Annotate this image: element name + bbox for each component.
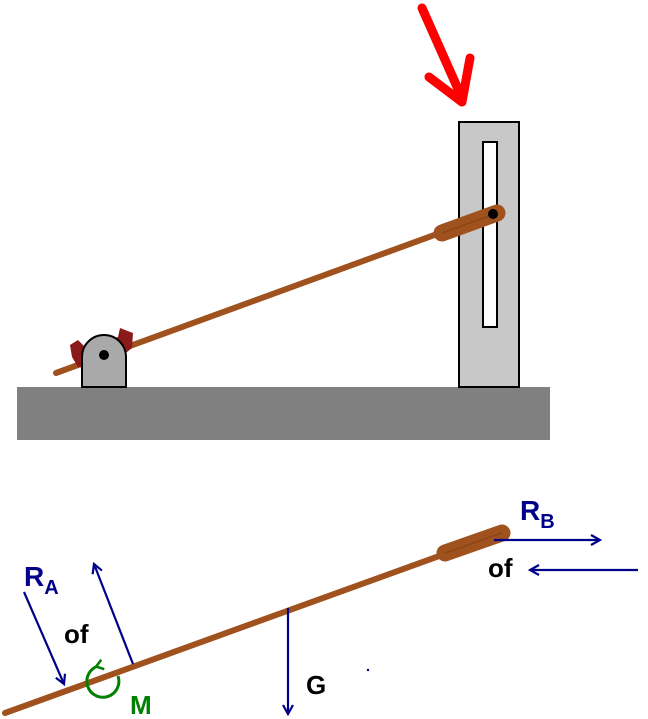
top-figure: [17, 3, 550, 440]
label-ra: RA: [24, 561, 59, 599]
hinge-pin-icon: [99, 350, 109, 360]
free-body-diagram: RA of M G RB of: [2, 495, 638, 719]
label-ra-main: R: [24, 561, 44, 592]
label-friction-a: of: [64, 619, 89, 649]
label-rb-main: R: [520, 495, 540, 526]
slot-support: [458, 121, 520, 388]
ground-base: [17, 387, 550, 440]
slot-pin-icon: [488, 209, 498, 219]
friction-a-arrow: [94, 564, 135, 665]
hinge-support-icon: [70, 328, 133, 388]
slot: [482, 141, 498, 328]
moment-icon: [85, 666, 121, 699]
stray-dot: [366, 668, 370, 672]
label-friction-b: of: [488, 553, 513, 583]
red-arrow-down-right-icon: [417, 3, 475, 107]
label-rb-sub: B: [540, 511, 554, 533]
reaction-a-arrow: [22, 591, 64, 684]
label-rb: RB: [520, 495, 555, 533]
label-moment: M: [130, 690, 152, 719]
label-ra-sub: A: [44, 577, 58, 599]
hinge-body: [81, 334, 127, 388]
label-weight: G: [306, 670, 326, 700]
